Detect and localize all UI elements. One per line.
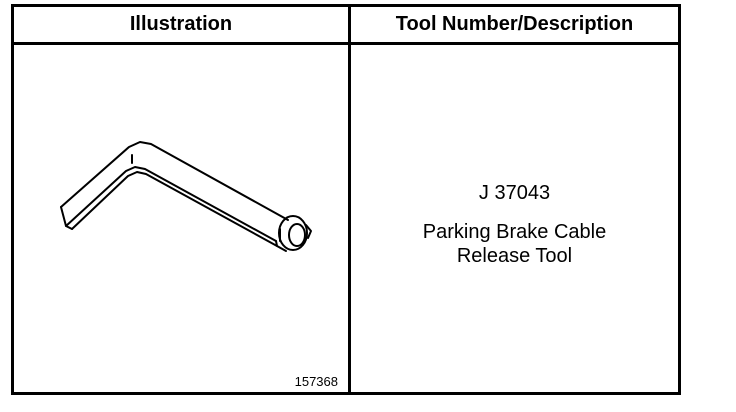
description-cell: J 37043 Parking Brake Cable Release Tool [351, 45, 678, 392]
header-tool-description: Tool Number/Description [395, 13, 634, 35]
header-divider [14, 42, 678, 45]
tool-description: Parking Brake Cable Release Tool [351, 220, 678, 268]
header-illustration: Illustration [129, 13, 233, 35]
tool-description-line: Release Tool [456, 245, 573, 267]
tool-number: J 37043 [478, 182, 551, 204]
tool-description-line: Parking Brake Cable [422, 221, 607, 243]
illustration-reference-number: 157368 [294, 374, 338, 389]
illustration-cell: 157368 [14, 45, 348, 392]
column-divider [348, 7, 351, 392]
tool-table: Illustration Tool Number/Description [11, 4, 681, 395]
release-tool-icon [60, 141, 312, 252]
